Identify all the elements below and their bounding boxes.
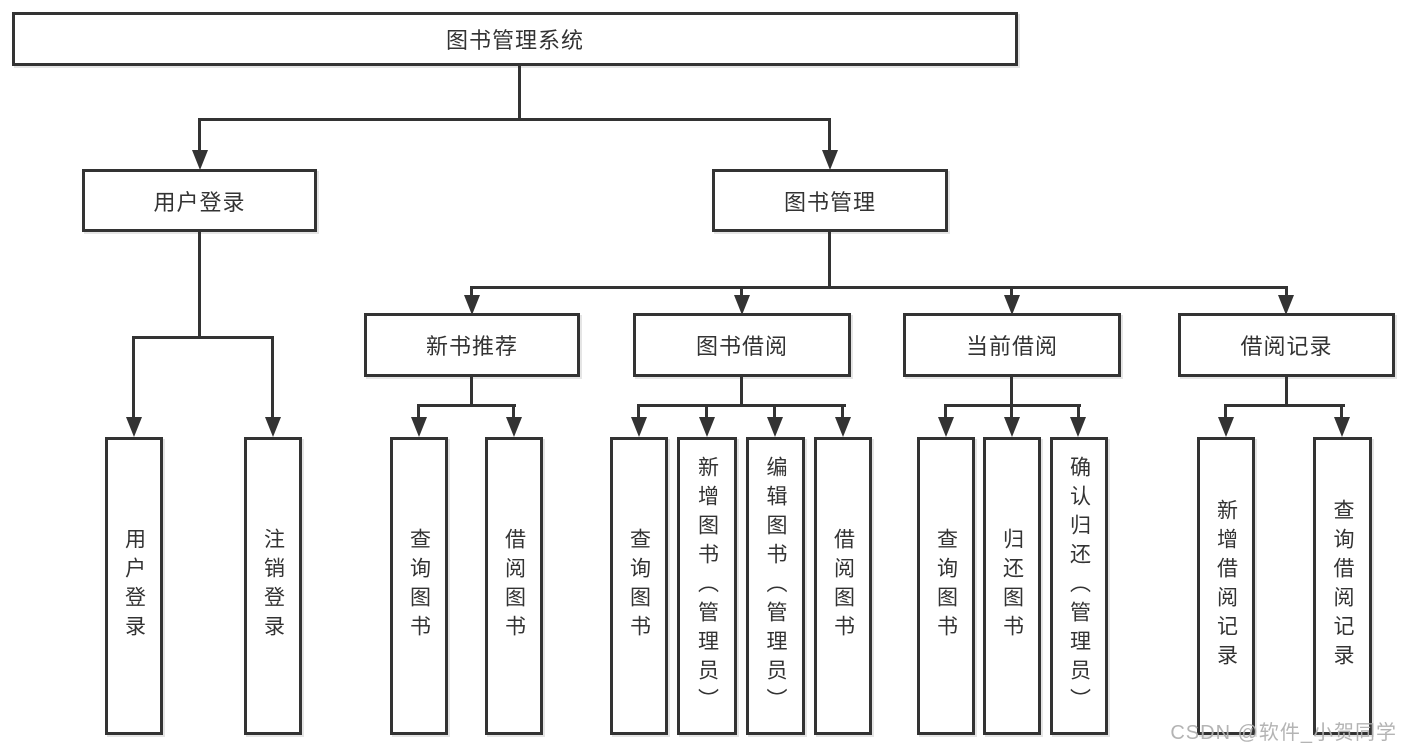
arrowhead-c3 (767, 417, 783, 437)
arrowhead-c2 (699, 417, 715, 437)
arrowhead-current-borrow (1004, 295, 1020, 315)
connector-group-c-branch (637, 404, 846, 407)
arrowhead-d3 (1070, 417, 1086, 437)
leaf-confirm-return-admin-label: 确认归还（管理员） (1067, 455, 1091, 717)
connector-book-management-trunk (828, 232, 831, 289)
leaf-query-books-borrow-label: 查询图书 (627, 528, 651, 644)
node-new-book-recommend: 新书推荐 (364, 313, 580, 377)
node-library-system: 图书管理系统 (12, 12, 1018, 66)
arrowhead-book-borrow (734, 295, 750, 315)
arrowhead-e2 (1334, 417, 1350, 437)
leaf-add-book-admin: 新增图书（管理员） (677, 437, 737, 735)
connector-stem-b2 (512, 404, 515, 419)
node-book-management-label: 图书管理 (783, 189, 876, 215)
leaf-logout-label: 注销登录 (261, 528, 285, 644)
connector-group-e-branch (1224, 404, 1345, 407)
arrowhead-leaf-user-login (126, 417, 142, 437)
node-book-management: 图书管理 (712, 169, 948, 232)
node-borrow-records-label: 借阅记录 (1240, 334, 1333, 359)
arrowhead-leaf-logout (265, 417, 281, 437)
connector-root-trunk (518, 66, 521, 118)
leaf-add-book-admin-label: 新增图书（管理员） (695, 455, 719, 717)
leaf-logout: 注销登录 (244, 437, 302, 735)
leaf-add-borrow-record: 新增借阅记录 (1197, 437, 1255, 735)
leaf-query-books-recommend-label: 查询图书 (407, 528, 431, 644)
connector-stem-d3 (1077, 404, 1080, 419)
leaf-query-books-current-label: 查询图书 (934, 528, 958, 644)
node-borrow-records: 借阅记录 (1178, 313, 1395, 377)
connector-stem-new-book-recommend (470, 286, 473, 297)
connector-group-d-trunk (1010, 377, 1013, 406)
arrowhead-new-book-recommend (464, 295, 480, 315)
leaf-borrow-books: 借阅图书 (814, 437, 872, 735)
connector-group-e-trunk (1285, 377, 1288, 406)
node-current-borrow: 当前借阅 (903, 313, 1121, 377)
leaf-confirm-return-admin: 确认归还（管理员） (1050, 437, 1108, 735)
connector-stem-leaf-logout (271, 336, 274, 419)
connector-stem-c4 (841, 404, 844, 419)
connector-book-management-branch (470, 286, 1288, 289)
connector-stem-d2 (1010, 404, 1013, 419)
connector-stem-book-borrow (740, 286, 743, 297)
leaf-borrow-books-label: 借阅图书 (831, 528, 855, 644)
connector-group-b-trunk (470, 377, 473, 406)
arrowhead-d2 (1004, 417, 1020, 437)
leaf-edit-book-admin-label: 编辑图书（管理员） (764, 455, 787, 717)
node-current-borrow-label: 当前借阅 (965, 334, 1058, 359)
node-library-system-label: 图书管理系统 (445, 28, 584, 53)
connector-stem-e2 (1340, 404, 1343, 419)
arrowhead-c4 (835, 417, 851, 437)
leaf-query-books-recommend: 查询图书 (390, 437, 448, 735)
leaf-borrow-books-recommend: 借阅图书 (485, 437, 543, 735)
connector-stem-c1 (637, 404, 640, 419)
arrowhead-book-management (822, 150, 838, 170)
arrowhead-b2 (506, 417, 522, 437)
leaf-edit-book-admin: 编辑图书（管理员） (746, 437, 805, 735)
leaf-add-borrow-record-label: 新增借阅记录 (1214, 499, 1238, 673)
connector-stem-borrow-records (1285, 286, 1288, 297)
leaf-user-login-label: 用户登录 (122, 528, 146, 644)
arrowhead-borrow-records (1278, 295, 1294, 315)
arrowhead-user-login (192, 150, 208, 170)
node-book-borrow: 图书借阅 (633, 313, 851, 377)
connector-stem-c2 (705, 404, 708, 419)
leaf-return-books: 归还图书 (983, 437, 1041, 735)
node-user-login-label: 用户登录 (153, 189, 246, 215)
node-user-login: 用户登录 (82, 169, 317, 232)
node-new-book-recommend-label: 新书推荐 (425, 334, 518, 359)
connector-user-login-branch (132, 336, 274, 339)
connector-group-b-branch (417, 404, 516, 407)
leaf-query-books-borrow: 查询图书 (610, 437, 668, 735)
arrowhead-b1 (411, 417, 427, 437)
connector-root-branch (198, 118, 831, 121)
connector-stem-b1 (417, 404, 420, 419)
leaf-query-books-current: 查询图书 (917, 437, 975, 735)
leaf-query-borrow-record-label: 查询借阅记录 (1331, 499, 1354, 673)
leaf-return-books-label: 归还图书 (1000, 528, 1024, 644)
connector-user-login-trunk (198, 232, 201, 336)
connector-stem-current-borrow (1010, 286, 1013, 297)
connector-stem-book-management (828, 118, 831, 152)
leaf-query-borrow-record: 查询借阅记录 (1313, 437, 1372, 735)
watermark: CSDN @软件_小贺同学 (1170, 722, 1397, 744)
arrowhead-c1 (631, 417, 647, 437)
connector-stem-d1 (944, 404, 947, 419)
connector-group-c-trunk (740, 377, 743, 406)
connector-stem-e1 (1224, 404, 1227, 419)
connector-stem-c3 (773, 404, 776, 419)
connector-stem-user-login (198, 118, 201, 152)
connector-stem-leaf-user-login (132, 336, 135, 419)
arrowhead-e1 (1218, 417, 1234, 437)
arrowhead-d1 (938, 417, 954, 437)
leaf-borrow-books-recommend-label: 借阅图书 (502, 528, 526, 644)
leaf-user-login: 用户登录 (105, 437, 163, 735)
node-book-borrow-label: 图书借阅 (695, 334, 788, 359)
